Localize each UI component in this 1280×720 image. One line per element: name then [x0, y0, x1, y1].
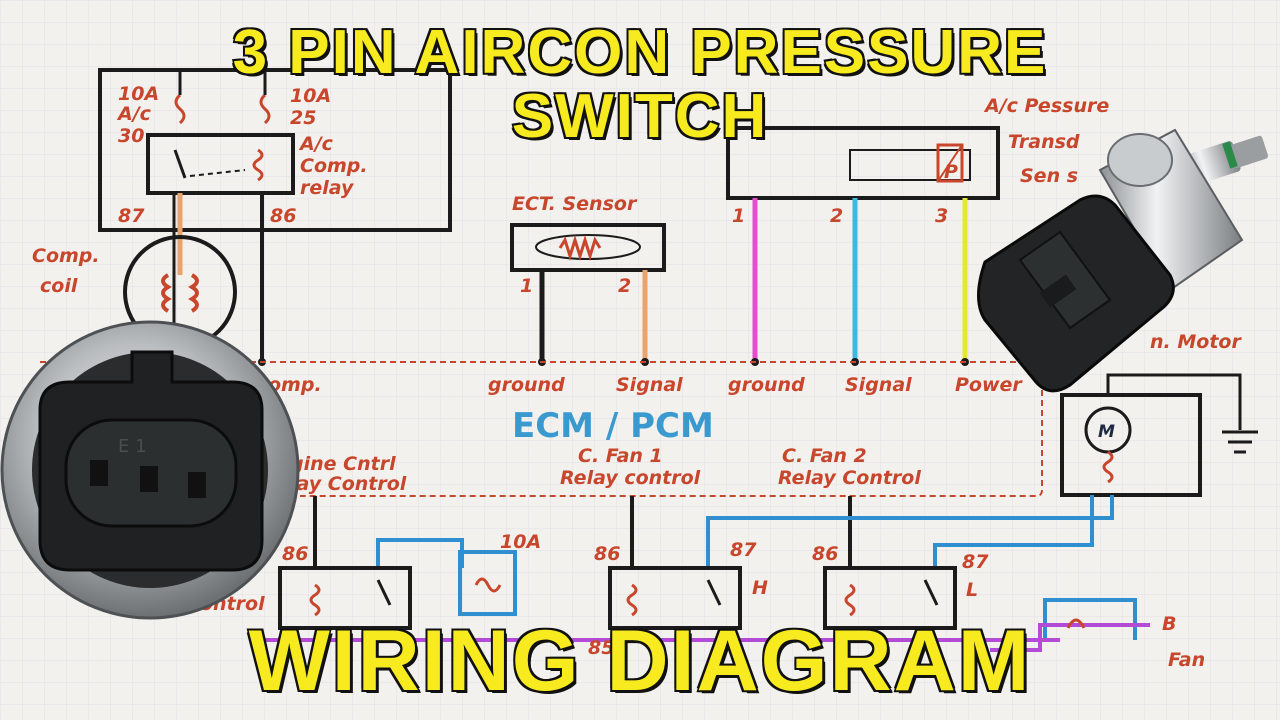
title-line-3: WIRING DIAGRAM [247, 613, 1032, 709]
relay1-pin-86: 86 [282, 543, 308, 565]
ecm-terminal-signal-2: Signal [845, 374, 912, 396]
ecm-terminal-power: Power [955, 374, 1023, 396]
pressure-switch-side-photo [977, 128, 1269, 393]
right-label-b: B [1162, 613, 1176, 635]
transducer-label-2: Transd [1008, 131, 1080, 153]
ecm-terminal-signal-1: Signal [616, 374, 683, 396]
fuse-left-rating: 10A [118, 83, 159, 105]
fuse-right-num: 25 [290, 107, 316, 129]
ect-sensor: ECT. Sensor 1 2 [510, 193, 666, 297]
transducer-p-symbol: P [944, 161, 958, 183]
ect-sensor-label: ECT. Sensor [512, 193, 638, 215]
title-line-1: 3 PIN AIRCON PRESSURE [231, 18, 1048, 87]
fuse-left-num: 30 [118, 125, 144, 147]
relay-pin-86: 86 [270, 205, 296, 227]
relay-label-1: A/c [298, 133, 334, 155]
fan-motor: M n. Motor [1060, 331, 1258, 497]
ecm-cfan2-relay: Relay Control [778, 467, 921, 489]
fuse-left-sub: A/c [116, 103, 152, 125]
transducer-label-3: Sen s [1020, 165, 1078, 187]
ect-pin-2: 2 [618, 275, 631, 297]
lower-relay-3: 86 87 L B Fan [812, 543, 1205, 671]
relay-pin-87: 87 [118, 205, 145, 227]
ecm-terminal-ground-1: ground [488, 374, 565, 396]
ecm-pcm-label: ECM / PCM [512, 406, 714, 446]
fan-motor-m-symbol: M [1098, 422, 1115, 442]
ac-comp-relay-box: 10A A/c 30 10A 25 A/c Comp. relay 87 86 [98, 68, 452, 232]
comp-coil-label-2: coil [40, 275, 78, 297]
relay3-pin-87: 87 [962, 551, 989, 573]
relay-label-2: Comp. [300, 155, 368, 177]
ecm-cfan2-label: C. Fan 2 [782, 445, 867, 467]
pressure-switch-connector-photo: E 1 [0, 320, 300, 620]
ecm-cfan1-label: C. Fan 1 [578, 445, 663, 467]
relay-label-3: relay [300, 177, 355, 199]
ac-pressure-transducer: P A/c Pessure Transd Sen s 1 2 3 [726, 95, 1109, 227]
title-line-2: SWITCH [510, 82, 769, 151]
ecm-engine-control: gine Cntrl [290, 453, 396, 475]
ecm-cfan1-relay: Relay control [560, 467, 701, 489]
right-label-fan: Fan [1168, 649, 1205, 671]
transducer-label-1: A/c Pessure [983, 95, 1109, 117]
comp-coil-label-1: Comp. [32, 245, 100, 267]
svg-text:E 1: E 1 [118, 436, 147, 457]
fuse-right-rating: 10A [290, 85, 331, 107]
relay2-letter: H [752, 577, 768, 599]
ect-pin-1: 1 [520, 275, 533, 297]
relay2-pin-85: 85 [588, 637, 614, 659]
relay1-fuse: 10A [500, 531, 541, 553]
ecm-comp-label: omp. [268, 374, 322, 396]
ecm-terminal-ground-2: ground [728, 374, 805, 396]
relay2-pin-87: 87 [730, 539, 757, 561]
transducer-pin-3: 3 [935, 205, 948, 227]
relay2-pin-86: 86 [594, 543, 620, 565]
lower-wiring [260, 495, 1150, 652]
ecm-pcm-box: ground Signal ground Signal Power omp. E… [40, 361, 1043, 497]
transducer-pin-1: 1 [732, 205, 745, 227]
relay3-pin-86: 86 [812, 543, 838, 565]
fan-motor-label: n. Motor [1150, 331, 1242, 353]
relay3-letter: L [966, 579, 978, 601]
ecm-relay-control: lay Control [290, 473, 407, 495]
lower-relay-2: 86 87 H 85 [588, 539, 768, 659]
transducer-pin-2: 2 [830, 205, 843, 227]
